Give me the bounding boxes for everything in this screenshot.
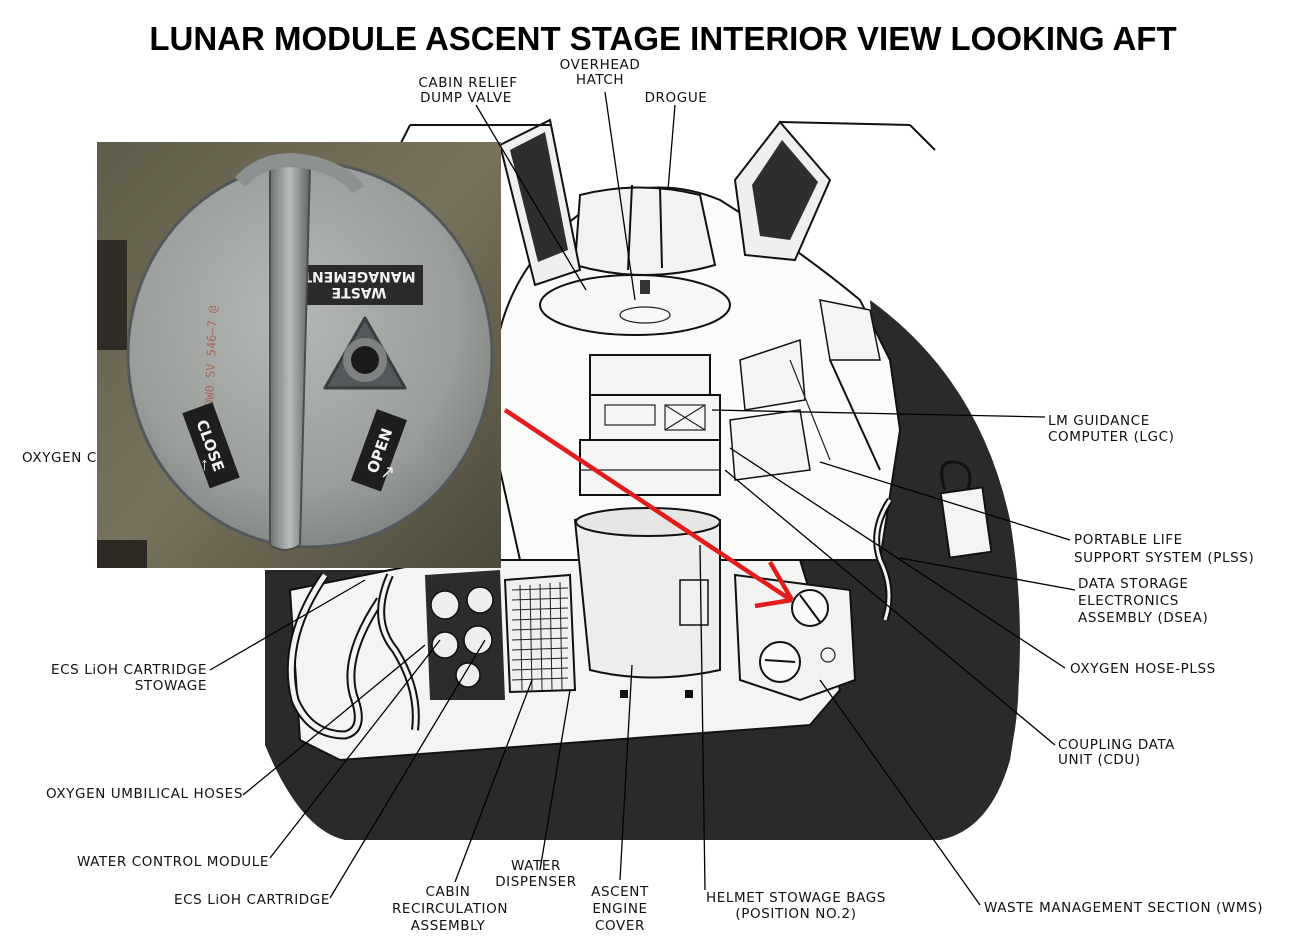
overhead-hatch <box>539 274 731 336</box>
label-plss-1: PORTABLE LIFE <box>1074 532 1183 548</box>
dsea-box <box>939 486 993 559</box>
waste-management-cap-photo: WASTE MANAGEMENT LDW0 SV 546—7 @ CLOSE ↑… <box>97 142 501 568</box>
label-cabin-recirc-1: CABIN <box>425 884 470 900</box>
label-cabin-relief-1: CABIN RELIEF <box>418 75 517 91</box>
label-cdu-2: UNIT (CDU) <box>1058 752 1141 768</box>
label-water-control-module: WATER CONTROL MODULE <box>77 854 269 870</box>
label-overhead-2: HATCH <box>576 72 624 88</box>
label-ecs-stowage-2: STOWAGE <box>135 678 207 694</box>
label-ascent-1: ASCENT <box>591 884 649 900</box>
label-lgc-1: LM GUIDANCE <box>1048 413 1150 429</box>
callout-labels: CABIN RELIEF DUMP VALVE OVERHEAD HATCH D… <box>22 57 1263 934</box>
label-dsea-1: DATA STORAGE <box>1078 576 1189 592</box>
label-drogue: DROGUE <box>645 90 708 106</box>
red-pointer-arrow <box>503 408 794 609</box>
label-wms: WASTE MANAGEMENT SECTION (WMS) <box>984 900 1263 916</box>
label-water-disp-2: DISPENSER <box>495 874 577 890</box>
label-helmet-2: (POSITION NO.2) <box>735 906 856 922</box>
label-cdu-1: COUPLING DATA <box>1058 737 1175 753</box>
drogue-tunnel <box>573 186 717 276</box>
cap-label-line1: WASTE <box>332 284 387 300</box>
cap-disc <box>126 161 494 549</box>
label-cabin-recirc-3: ASSEMBLY <box>411 918 486 934</box>
close-arrow-icon: ↑ <box>200 454 209 474</box>
label-oxygen-partial: OXYGEN C <box>22 450 97 466</box>
label-plss-2: SUPPORT SYSTEM (PLSS) <box>1074 550 1254 566</box>
label-ecs-lioh-cartridge: ECS LiOH CARTRIDGE <box>174 892 330 908</box>
label-oxygen-umbilical-hoses: OXYGEN UMBILICAL HOSES <box>46 786 243 802</box>
diagram-title: LUNAR MODULE ASCENT STAGE INTERIOR VIEW … <box>149 20 1176 57</box>
label-ascent-3: COVER <box>595 918 645 934</box>
right-wall-dark <box>820 300 1020 840</box>
open-arrow-icon: ↗ <box>380 462 395 482</box>
module-drawing <box>265 118 1020 840</box>
cap-label-line2: MANAGEMENT <box>302 268 416 284</box>
label-cabin-relief-2: DUMP VALVE <box>420 90 512 106</box>
cap-label-plate <box>295 265 423 305</box>
cabin-recirculation-grille <box>503 573 577 694</box>
label-cabin-recirc-2: RECIRCULATION <box>392 901 508 917</box>
label-dsea-2: ELECTRONICS <box>1078 593 1179 609</box>
label-ecs-stowage-1: ECS LiOH CARTRIDGE <box>51 662 207 678</box>
svg-text:LDW0 SV 546—7 @: LDW0 SV 546—7 @ <box>202 305 220 414</box>
leader-lines <box>209 91 1076 906</box>
label-lgc-2: COMPUTER (LGC) <box>1048 429 1175 445</box>
label-overhead-1: OVERHEAD <box>560 57 641 73</box>
label-water-disp-1: WATER <box>511 858 561 874</box>
label-oxygen-hose-plss: OXYGEN HOSE-PLSS <box>1070 661 1216 677</box>
label-helmet-1: HELMET STOWAGE BAGS <box>706 890 886 906</box>
label-ascent-2: ENGINE <box>592 901 647 917</box>
label-dsea-3: ASSEMBLY (DSEA) <box>1078 610 1208 626</box>
waste-management-section <box>733 573 857 702</box>
water-control-module <box>425 570 505 700</box>
